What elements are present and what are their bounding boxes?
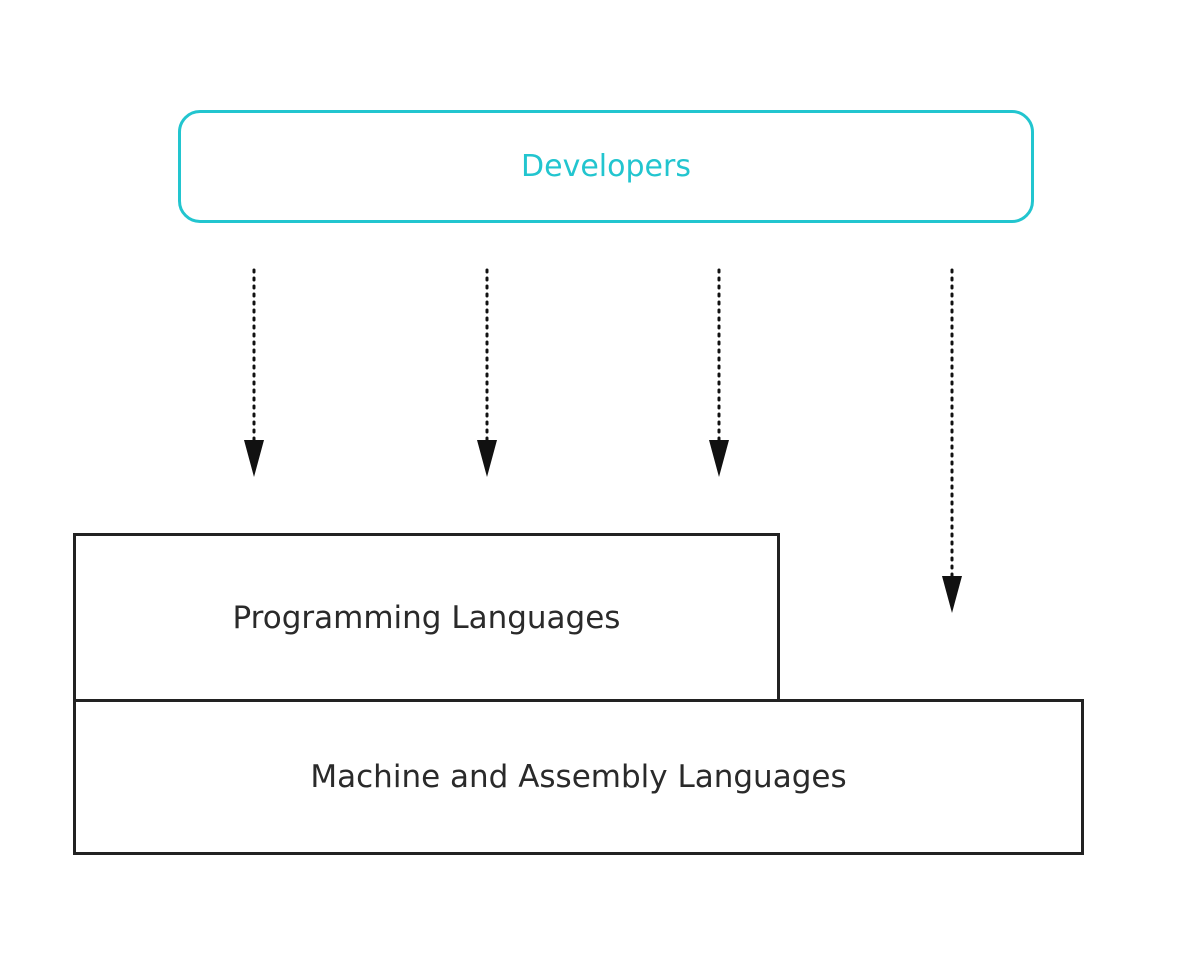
- machine-assembly-languages-box: Machine and Assembly Languages: [73, 699, 1084, 855]
- developers-label: Developers: [521, 149, 691, 184]
- programming-languages-box: Programming Languages: [73, 533, 780, 702]
- arrow-dev-to-programming-3: [709, 268, 729, 477]
- arrow-dev-to-machine: [942, 268, 962, 613]
- machine-assembly-languages-label: Machine and Assembly Languages: [310, 759, 847, 795]
- arrow-dev-to-programming-2: [477, 268, 497, 477]
- programming-languages-label: Programming Languages: [232, 599, 621, 636]
- developers-box: Developers: [178, 110, 1034, 223]
- arrow-dev-to-programming-1: [244, 268, 264, 477]
